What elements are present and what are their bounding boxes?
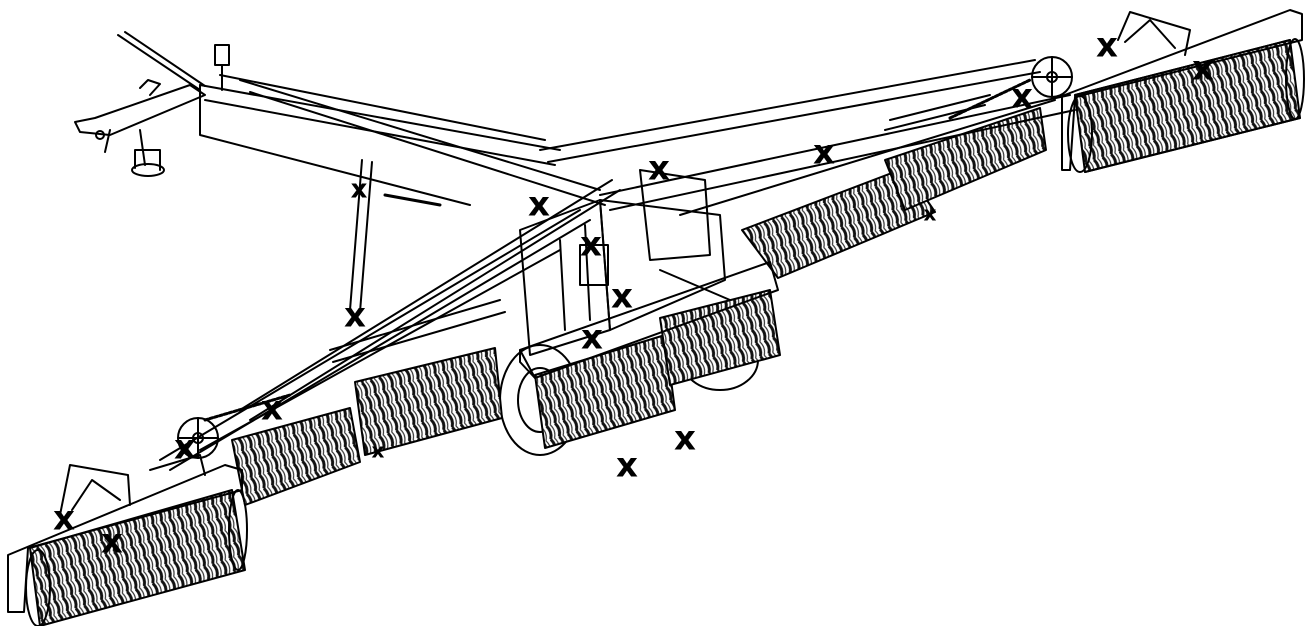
gauge-wheels bbox=[177, 56, 1073, 459]
hitch-tongue bbox=[74, 31, 230, 177]
x-marker: x bbox=[351, 175, 368, 205]
x-marker: x bbox=[53, 499, 75, 539]
x-marker: x bbox=[174, 428, 196, 468]
x-marker: x bbox=[581, 318, 603, 358]
x-marker: x bbox=[1096, 26, 1118, 66]
x-marker: x bbox=[344, 296, 366, 336]
x-marker: x bbox=[1011, 77, 1033, 117]
x-marker: x bbox=[813, 133, 835, 173]
x-marker: x bbox=[580, 225, 602, 265]
left-roller-sections bbox=[7, 347, 503, 627]
x-marker: x bbox=[674, 419, 696, 459]
x-marker: x bbox=[372, 439, 385, 463]
x-marker: x bbox=[261, 389, 283, 429]
right-roller-sections bbox=[741, 9, 1305, 279]
centre-roller-sections bbox=[519, 261, 781, 449]
x-marker: x bbox=[648, 149, 670, 189]
x-marker: x bbox=[101, 522, 123, 562]
x-marker: x bbox=[1192, 49, 1214, 89]
x-marker: x bbox=[616, 446, 638, 486]
hydraulic-cylinders bbox=[203, 78, 1032, 422]
main-frame bbox=[159, 59, 1076, 471]
x-marker: x bbox=[528, 185, 550, 225]
x-marker: x bbox=[924, 202, 937, 226]
x-marker: x bbox=[611, 277, 633, 317]
